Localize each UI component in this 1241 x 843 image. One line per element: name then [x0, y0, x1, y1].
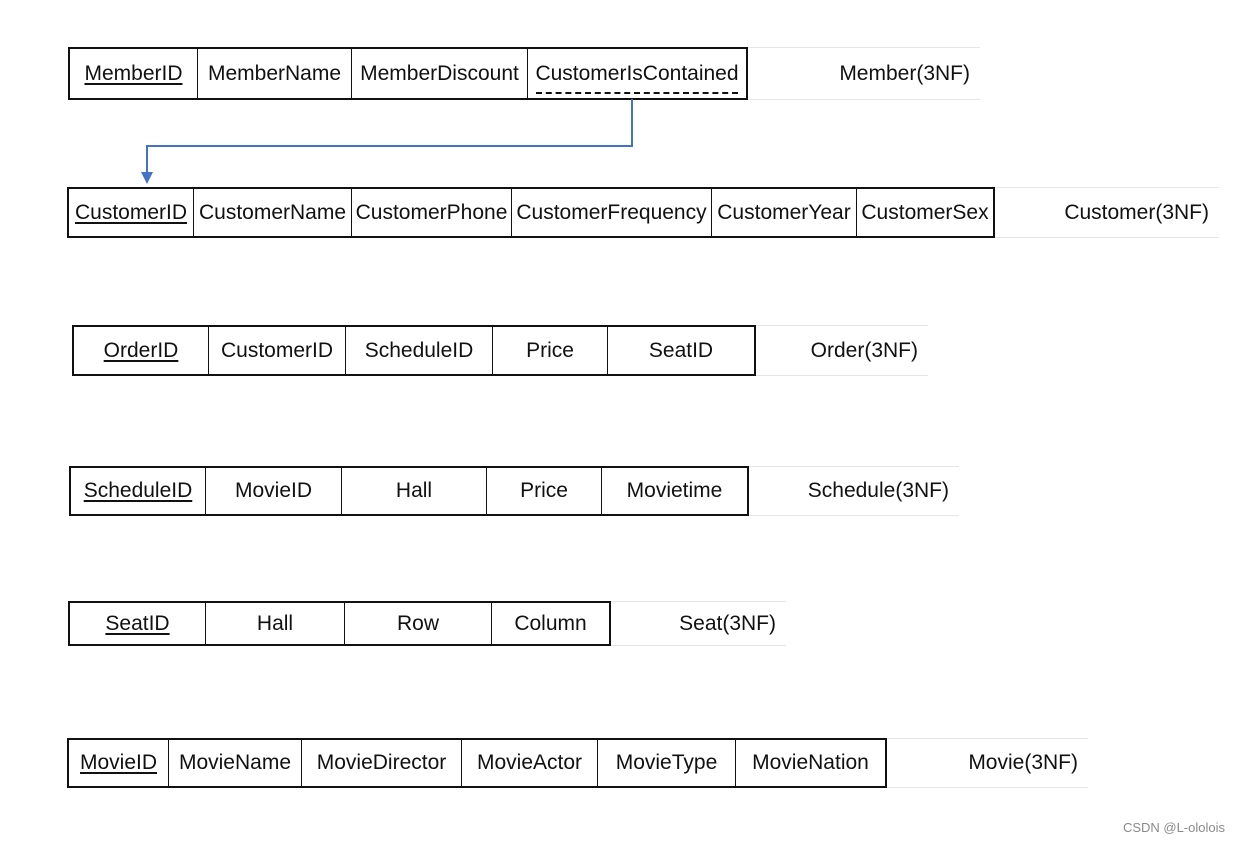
seat-label-area: Seat(3NF) — [611, 601, 786, 646]
order-attr-customer-id: CustomerID — [209, 327, 346, 374]
customer-relation-name: Customer(3NF) — [1064, 200, 1209, 224]
seat-relation-name: Seat(3NF) — [679, 611, 776, 635]
order-attr-price: Price — [493, 327, 608, 374]
member-attr-customer-is-contained: CustomerIsContained — [528, 49, 746, 98]
member-table: MemberID MemberName MemberDiscount Custo… — [68, 47, 748, 100]
movie-label-area: Movie(3NF) — [887, 738, 1088, 788]
seat-attr-seat-id: SeatID — [70, 603, 206, 644]
movie-attr-movie-id: MovieID — [69, 740, 169, 786]
seat-table: SeatID Hall Row Column — [68, 601, 611, 646]
movie-attr-movie-type: MovieType — [598, 740, 736, 786]
schedule-attr-schedule-id: ScheduleID — [71, 468, 206, 514]
customer-attr-customer-id: CustomerID — [69, 189, 194, 236]
schedule-label-area: Schedule(3NF) — [749, 466, 959, 516]
watermark: CSDN @L-ololois — [1122, 820, 1225, 835]
customer-attr-customer-year: CustomerYear — [712, 189, 857, 236]
seat-attr-hall: Hall — [206, 603, 345, 644]
customer-attr-customer-name: CustomerName — [194, 189, 352, 236]
schedule-attr-movie-id: MovieID — [206, 468, 342, 514]
relation-order: OrderID CustomerID ScheduleID Price Seat… — [72, 325, 928, 376]
movie-relation-name: Movie(3NF) — [968, 751, 1078, 774]
customer-attr-customer-phone: CustomerPhone — [352, 189, 512, 236]
relation-schedule: ScheduleID MovieID Hall Price Movietime … — [69, 466, 959, 516]
relation-seat: SeatID Hall Row Column Seat(3NF) — [68, 601, 786, 646]
connector-line — [146, 99, 633, 176]
customer-label-area: Customer(3NF) — [995, 187, 1219, 238]
member-attr-member-discount: MemberDiscount — [352, 49, 528, 98]
order-relation-name: Order(3NF) — [810, 338, 918, 362]
movie-table: MovieID MovieName MovieDirector MovieAct… — [67, 738, 887, 788]
arrow-head-icon — [141, 172, 153, 184]
order-attr-schedule-id: ScheduleID — [346, 327, 493, 374]
relation-customer: CustomerID CustomerName CustomerPhone Cu… — [67, 187, 1219, 238]
member-attr-member-name: MemberName — [198, 49, 352, 98]
seat-attr-column: Column — [514, 611, 587, 635]
seat-attr-row: Row — [345, 603, 492, 644]
relation-member: MemberID MemberName MemberDiscount Custo… — [68, 47, 980, 100]
customer-attr-customer-sex: CustomerSex — [861, 200, 989, 224]
movie-attr-movie-actor: MovieActor — [462, 740, 598, 786]
order-table: OrderID CustomerID ScheduleID Price Seat… — [72, 325, 756, 376]
movie-attr-movie-director: MovieDirector — [302, 740, 462, 786]
schedule-relation-name: Schedule(3NF) — [807, 479, 949, 502]
order-label-area: Order(3NF) — [756, 325, 928, 376]
schedule-attr-hall: Hall — [342, 468, 487, 514]
schedule-table: ScheduleID MovieID Hall Price Movietime — [69, 466, 749, 516]
schedule-attr-price: Price — [487, 468, 602, 514]
customer-attr-customer-frequency: CustomerFrequency — [512, 189, 712, 236]
member-relation-name: Member(3NF) — [839, 61, 970, 85]
order-attr-order-id: OrderID — [74, 327, 209, 374]
member-attr-member-id: MemberID — [70, 49, 198, 98]
schedule-attr-movietime: Movietime — [626, 479, 723, 502]
movie-attr-movie-name: MovieName — [169, 740, 302, 786]
customer-table: CustomerID CustomerName CustomerPhone Cu… — [67, 187, 995, 238]
member-label-area: Member(3NF) — [748, 47, 980, 100]
order-attr-seat-id: SeatID — [648, 338, 714, 362]
movie-attr-movie-nation: MovieNation — [752, 751, 869, 774]
relation-movie: MovieID MovieName MovieDirector MovieAct… — [67, 738, 1088, 788]
